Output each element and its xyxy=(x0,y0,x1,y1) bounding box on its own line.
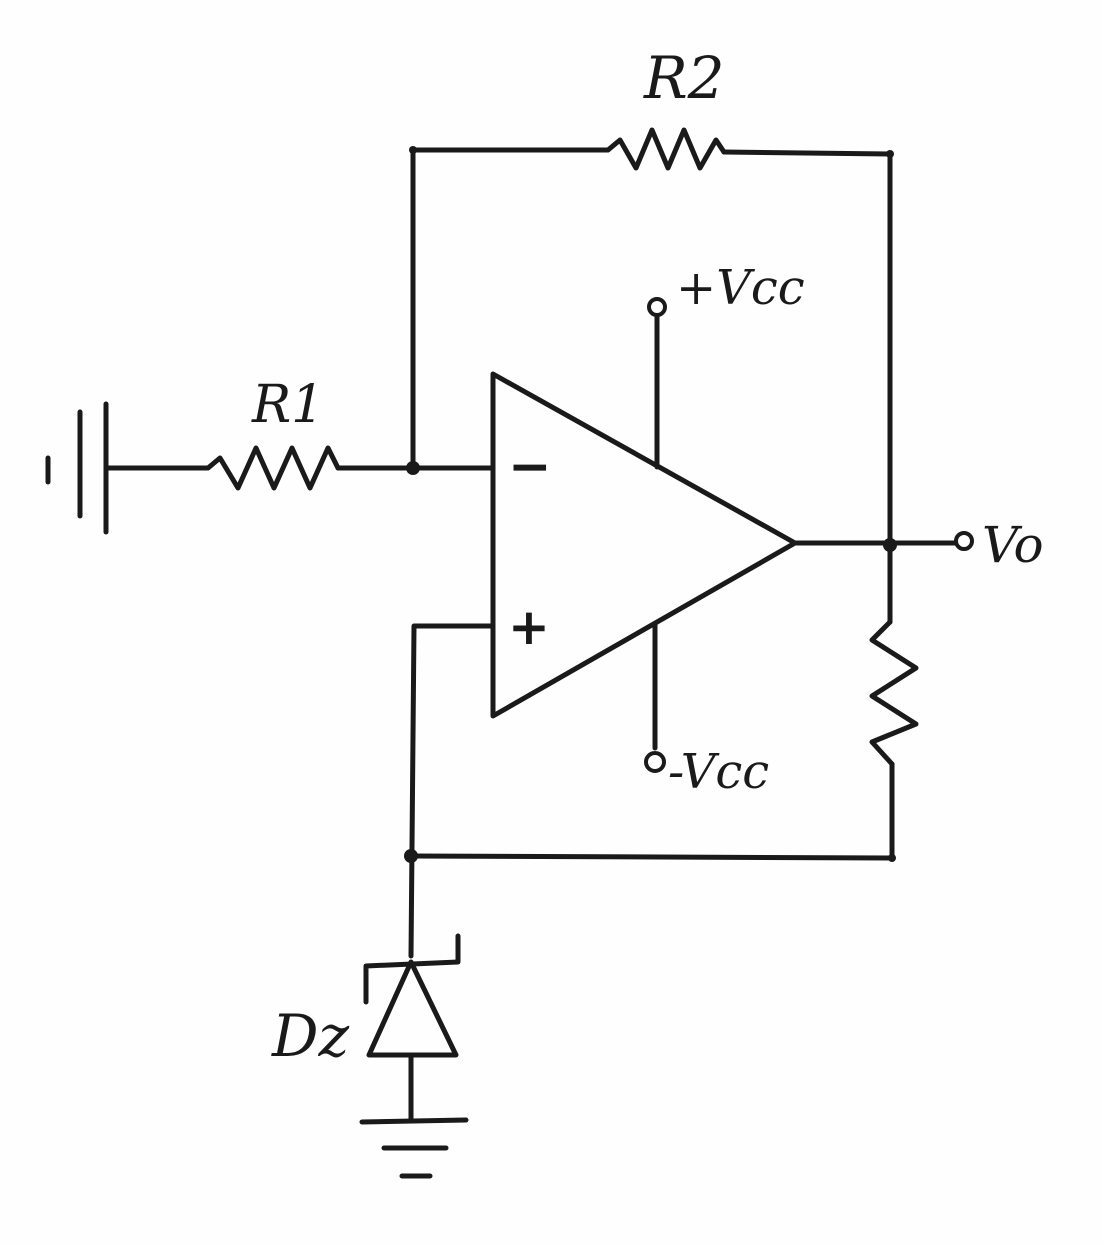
r2-resistor xyxy=(605,127,727,171)
corner-bottom-right xyxy=(888,854,896,862)
diode-label: Dz xyxy=(271,1002,350,1070)
zener-diode-icon xyxy=(363,933,461,1123)
output-label: Vo xyxy=(982,516,1044,574)
battery-icon xyxy=(45,401,109,535)
load-resistor xyxy=(869,619,919,767)
feedback-wire-right xyxy=(721,149,893,548)
non-inverting-wire xyxy=(408,623,496,959)
output-terminal xyxy=(954,531,974,551)
ground-icon xyxy=(359,1117,469,1179)
negative-supply-label: -Vcc xyxy=(668,744,769,800)
r1-label: R1 xyxy=(251,375,324,435)
positive-supply-terminal xyxy=(647,297,667,317)
r2-label: R2 xyxy=(643,44,725,112)
negative-supply-terminal xyxy=(644,751,666,773)
bottom-return-wire xyxy=(408,853,895,861)
inverting-input-sign: − xyxy=(508,437,552,497)
positive-supply-label: +Vcc xyxy=(676,260,805,316)
r1-resistor xyxy=(205,445,341,491)
op-amp-triangle xyxy=(490,371,798,719)
junction-non-inverting xyxy=(404,849,418,863)
junction-output xyxy=(883,538,897,552)
non-inverting-input-sign: + xyxy=(508,598,550,656)
corner-r2-left xyxy=(409,146,417,154)
junction-inverting xyxy=(406,461,420,475)
corner-r2-right xyxy=(886,150,894,158)
